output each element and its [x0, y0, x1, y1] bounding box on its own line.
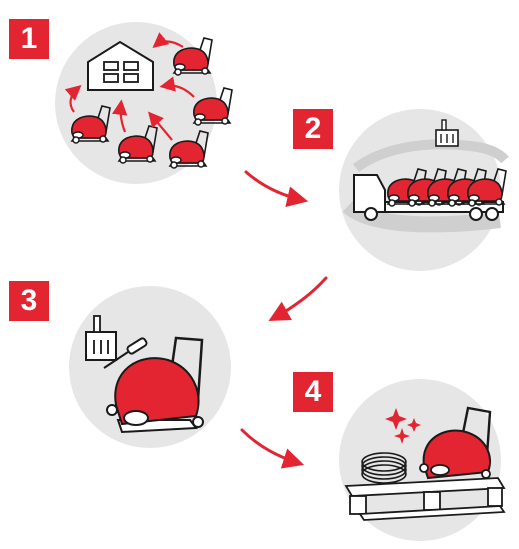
collection-arrows [64, 32, 195, 141]
step-4-badge: 4 [293, 372, 333, 412]
step-3-repair-illustration [69, 286, 231, 448]
step-2-badge: 2 [293, 109, 333, 149]
machine-icon [419, 406, 492, 480]
arrow-1-to-2 [244, 170, 309, 207]
step-4-circle [339, 379, 501, 541]
truck-icon [353, 174, 504, 221]
factory-icon [85, 315, 117, 361]
warehouse-icon [87, 40, 154, 91]
machine-icon [106, 336, 204, 434]
factory-icon [435, 119, 459, 147]
step-3-badge: 3 [9, 281, 49, 321]
step-1-badge: 1 [9, 19, 49, 59]
step-4-pallet-illustration [339, 379, 506, 541]
sparkle-icon [385, 408, 421, 444]
step-2-transport-illustration [339, 109, 509, 271]
pallet-icon [344, 477, 506, 521]
arrow-3-to-4 [240, 428, 305, 469]
screwdriver-icon [103, 337, 148, 369]
arrow-2-to-3 [268, 276, 328, 322]
step-1-collection-illustration [55, 22, 233, 184]
hose-coil-icon [361, 452, 407, 484]
